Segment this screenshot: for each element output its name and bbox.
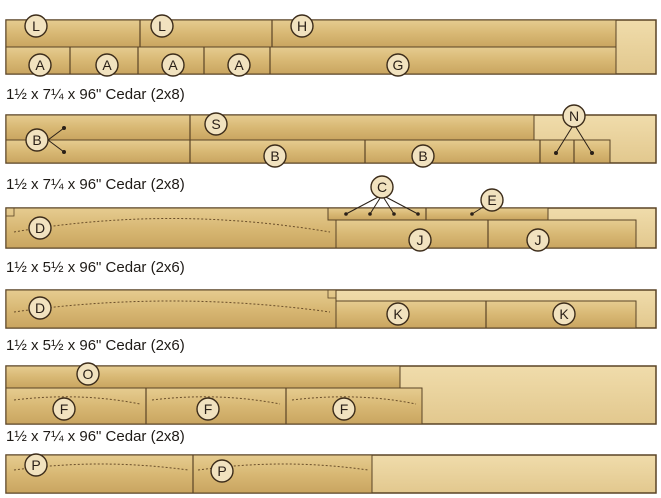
part-label-F: F: [53, 398, 75, 420]
svg-text:J: J: [535, 232, 542, 248]
board-2-caption: 1½ x 7¼ x 96" Cedar (2x8): [6, 86, 185, 103]
part-label-A: A: [162, 54, 184, 76]
board-4-main-band: [6, 290, 336, 328]
part-label-L: L: [151, 15, 173, 37]
part-label-K: K: [553, 303, 575, 325]
part-label-P: P: [211, 460, 233, 482]
svg-text:A: A: [35, 57, 45, 73]
part-label-P: P: [25, 454, 47, 476]
board-3-caption: 1½ x 7¼ x 96" Cedar (2x8): [6, 176, 185, 193]
part-label-J: J: [409, 229, 431, 251]
part-label-D: D: [29, 297, 51, 319]
part-label-A: A: [96, 54, 118, 76]
board-3-upper-strip: [328, 208, 548, 220]
svg-text:A: A: [234, 57, 244, 73]
board-5-upper-band: [6, 366, 400, 388]
svg-text:L: L: [32, 18, 40, 34]
board-3-main-band: [6, 208, 336, 248]
svg-text:F: F: [340, 401, 349, 417]
svg-text:A: A: [168, 57, 178, 73]
svg-text:A: A: [102, 57, 112, 73]
part-label-N: N: [563, 105, 585, 127]
part-label-H: H: [291, 15, 313, 37]
svg-text:P: P: [217, 463, 226, 479]
svg-text:E: E: [487, 192, 496, 208]
svg-text:L: L: [158, 18, 166, 34]
svg-text:D: D: [35, 300, 45, 316]
svg-text:K: K: [393, 306, 403, 322]
part-label-A: A: [29, 54, 51, 76]
part-label-C: C: [371, 176, 393, 198]
board-3-lower-band: [336, 220, 636, 248]
board-2-upper-band: [6, 115, 534, 140]
part-label-K: K: [387, 303, 409, 325]
part-label-F: F: [333, 398, 355, 420]
svg-text:B: B: [418, 148, 427, 164]
svg-text:F: F: [60, 401, 69, 417]
board-5: O F F F: [6, 363, 656, 424]
svg-text:P: P: [31, 457, 40, 473]
board-4-caption: 1½ x 5½ x 96" Cedar (2x6): [6, 259, 185, 276]
part-label-G: G: [387, 54, 409, 76]
board-6: P P: [6, 454, 656, 493]
part-label-L: L: [25, 15, 47, 37]
board-4: D K K: [6, 290, 656, 328]
svg-text:C: C: [377, 179, 387, 195]
svg-text:B: B: [32, 132, 41, 148]
svg-text:H: H: [297, 18, 307, 34]
svg-text:B: B: [270, 148, 279, 164]
part-label-E: E: [481, 189, 503, 211]
part-label-D: D: [29, 217, 51, 239]
board-2-lower-band: [6, 140, 610, 163]
board-6-caption: 1½ x 7¼ x 96" Cedar (2x8): [6, 428, 185, 445]
board-6-used-band: [6, 455, 372, 493]
part-label-B: B: [412, 145, 434, 167]
part-label-B: B: [264, 145, 286, 167]
svg-text:N: N: [569, 108, 579, 124]
part-label-O: O: [77, 363, 99, 385]
svg-text:K: K: [559, 306, 569, 322]
board-1: L L H A A A A G: [6, 15, 656, 76]
part-label-S: S: [205, 113, 227, 135]
part-label-F: F: [197, 398, 219, 420]
part-label-J: J: [527, 229, 549, 251]
part-label-A: A: [228, 54, 250, 76]
svg-text:S: S: [211, 116, 220, 132]
part-label-B: B: [26, 129, 48, 151]
svg-text:O: O: [83, 366, 94, 382]
board-5-caption: 1½ x 5½ x 96" Cedar (2x6): [6, 337, 185, 354]
svg-text:D: D: [35, 220, 45, 236]
svg-text:J: J: [417, 232, 424, 248]
svg-text:G: G: [393, 57, 404, 73]
board-2: B S B B N: [6, 105, 656, 167]
svg-text:F: F: [204, 401, 213, 417]
